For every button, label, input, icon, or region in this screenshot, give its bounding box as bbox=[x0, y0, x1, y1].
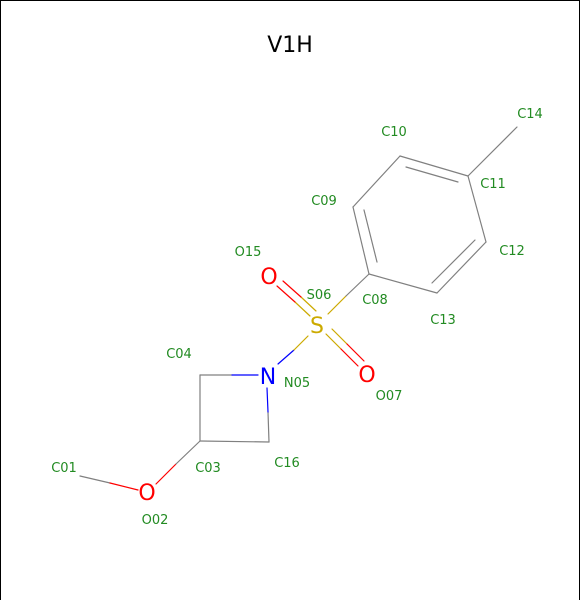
bond-c16-n05-n bbox=[266, 387, 269, 413]
atom-label-c04: C04 bbox=[166, 347, 192, 362]
oxygen-o02-symbol: O bbox=[138, 481, 155, 506]
element-symbols: O N S O O bbox=[138, 265, 375, 506]
bond-c12-c13 bbox=[436, 241, 487, 294]
atom-label-o07: O07 bbox=[376, 389, 403, 404]
atom-label-c08: C08 bbox=[362, 293, 388, 308]
bond-s06-o15-b-s bbox=[300, 296, 317, 312]
atom-label-c14: C14 bbox=[517, 107, 543, 122]
atom-label-n05: N05 bbox=[284, 376, 310, 391]
atom-label-c10: C10 bbox=[381, 125, 407, 140]
bond-c01-o02-c bbox=[79, 475, 111, 484]
atom-label-o15: O15 bbox=[235, 245, 262, 260]
bond-s06-o15-a-o bbox=[276, 285, 296, 303]
atom-label-c16: C16 bbox=[274, 456, 300, 471]
nitrogen-n05-symbol: N bbox=[260, 365, 276, 390]
bond-s06-o07-b-s bbox=[331, 328, 348, 345]
atom-label-c13: C13 bbox=[430, 313, 456, 328]
atom-labels: C01 O02 C03 C04 N05 S06 O07 C08 C09 C10 … bbox=[51, 107, 543, 528]
atom-label-s06: S06 bbox=[307, 288, 332, 303]
bond-n05-s06-s bbox=[293, 335, 309, 351]
oxygen-o07-symbol: O bbox=[358, 363, 375, 388]
atom-label-o02: O02 bbox=[142, 513, 169, 528]
bond-c12-c13-inner bbox=[431, 239, 476, 284]
bond-s06-c08-s bbox=[327, 295, 347, 315]
bond-c08-c09-inner bbox=[363, 209, 378, 263]
bond-s06-o07-a-o bbox=[340, 348, 359, 367]
bond-c03-c16 bbox=[199, 440, 270, 443]
bond-s06-o15-b-o bbox=[282, 280, 302, 298]
bond-c09-c10 bbox=[352, 155, 401, 208]
bond-c10-c11 bbox=[399, 155, 469, 177]
atom-label-c12: C12 bbox=[499, 244, 525, 259]
sulfur-s06-symbol: S bbox=[310, 314, 324, 339]
bond-c08-c09 bbox=[352, 206, 370, 275]
molecule-diagram: V1H bbox=[51, 33, 543, 528]
molecule-title: V1H bbox=[267, 33, 313, 58]
bond-c11-c14 bbox=[467, 126, 518, 177]
bond-s06-o07-a-s bbox=[325, 333, 342, 350]
atom-label-c01: C01 bbox=[51, 461, 77, 476]
bond-n05-s06-n bbox=[277, 349, 295, 365]
bond-s06-o15-a-s bbox=[294, 301, 311, 317]
oxygen-o15-symbol: O bbox=[260, 265, 277, 290]
bond-c13-c08 bbox=[368, 273, 438, 294]
bond-c01-o02-o bbox=[109, 482, 139, 491]
bond-o02-c03-o bbox=[155, 463, 177, 485]
bond-s06-c08-c bbox=[345, 273, 370, 297]
bond-c16-n05-c bbox=[267, 411, 270, 443]
bond-c11-c12 bbox=[467, 175, 487, 243]
bond-s06-o07-b-o bbox=[346, 343, 365, 362]
bond-o02-c03-c bbox=[175, 440, 201, 465]
bond-c10-c11-inner bbox=[405, 166, 459, 183]
atom-label-c03: C03 bbox=[195, 461, 221, 476]
atom-label-c11: C11 bbox=[480, 177, 506, 192]
atom-label-c09: C09 bbox=[311, 194, 337, 209]
bonds bbox=[79, 126, 518, 491]
